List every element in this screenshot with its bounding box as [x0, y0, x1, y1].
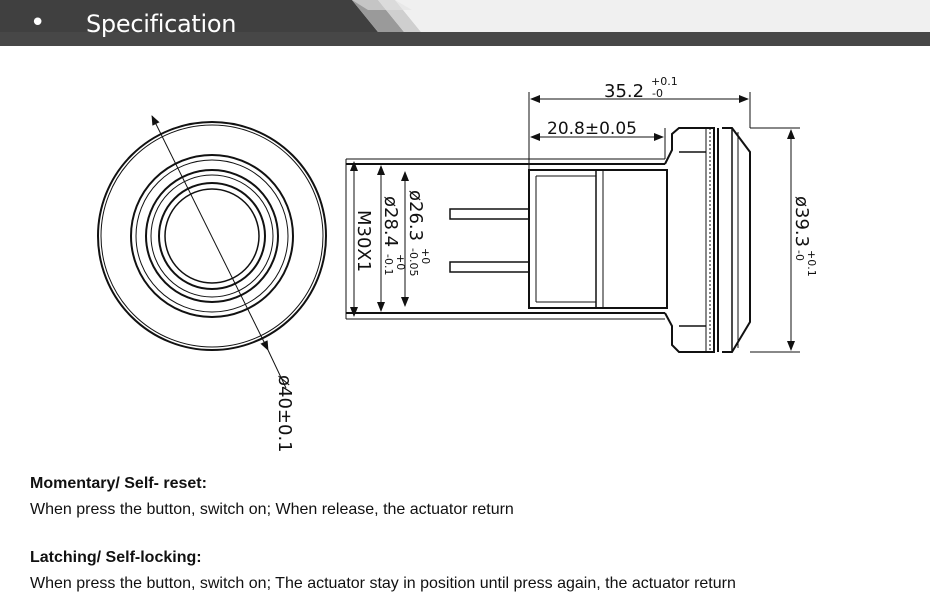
- momentary-description: When press the button, switch on; When r…: [30, 501, 514, 518]
- head-diameter-tol-lower: -0: [793, 250, 806, 261]
- diameter-284-tol-lower: -0.1: [382, 254, 395, 275]
- overall-length-dimension: 35.2 +0.1 -0: [604, 75, 678, 102]
- header-bar-graphic: [0, 0, 930, 46]
- diameter-263-tol-upper: +0: [419, 248, 432, 264]
- latching-description: When press the button, switch on; The ac…: [30, 575, 736, 592]
- thread-label: M30X1: [353, 210, 374, 272]
- diameter-284-dimension: ø28.4 +0 -0.1: [380, 196, 407, 275]
- diameter-284-tol-upper: +0: [394, 254, 407, 270]
- overall-length-label: 35.2: [604, 81, 644, 102]
- diameter-263-dimension: ø26.3 +0 -0.05: [405, 190, 432, 276]
- overall-length-tol-lower: -0: [652, 87, 663, 100]
- specification-header: • Specification: [0, 0, 930, 48]
- diameter-263-label: ø26.3: [405, 190, 426, 241]
- side-view: [346, 127, 751, 353]
- momentary-section: Momentary/ Self- reset: When press the b…: [30, 474, 514, 520]
- head-diameter-tol-upper: +0.1: [805, 250, 818, 277]
- head-diameter-dimension: ø39.3 +0.1 -0: [791, 196, 818, 277]
- header-title: Specification: [86, 10, 237, 38]
- technical-drawing: ø40±0.1: [97, 75, 818, 453]
- diameter-263-tol-lower: -0.05: [407, 248, 420, 276]
- head-diameter-label: ø39.3: [791, 196, 812, 247]
- dimension-lines: [345, 92, 800, 353]
- diameter-284-label: ø28.4: [380, 196, 401, 247]
- latching-section: Latching/ Self-locking: When press the b…: [30, 548, 736, 594]
- header-bullet: •: [30, 8, 46, 38]
- momentary-heading: Momentary/ Self- reset:: [30, 475, 207, 492]
- overall-length-tol-upper: +0.1: [651, 75, 678, 88]
- front-diameter-label: ø40±0.1: [274, 375, 295, 453]
- front-view: [97, 115, 327, 389]
- latching-heading: Latching/ Self-locking:: [30, 549, 202, 566]
- body-length-label: 20.8±0.05: [547, 119, 637, 139]
